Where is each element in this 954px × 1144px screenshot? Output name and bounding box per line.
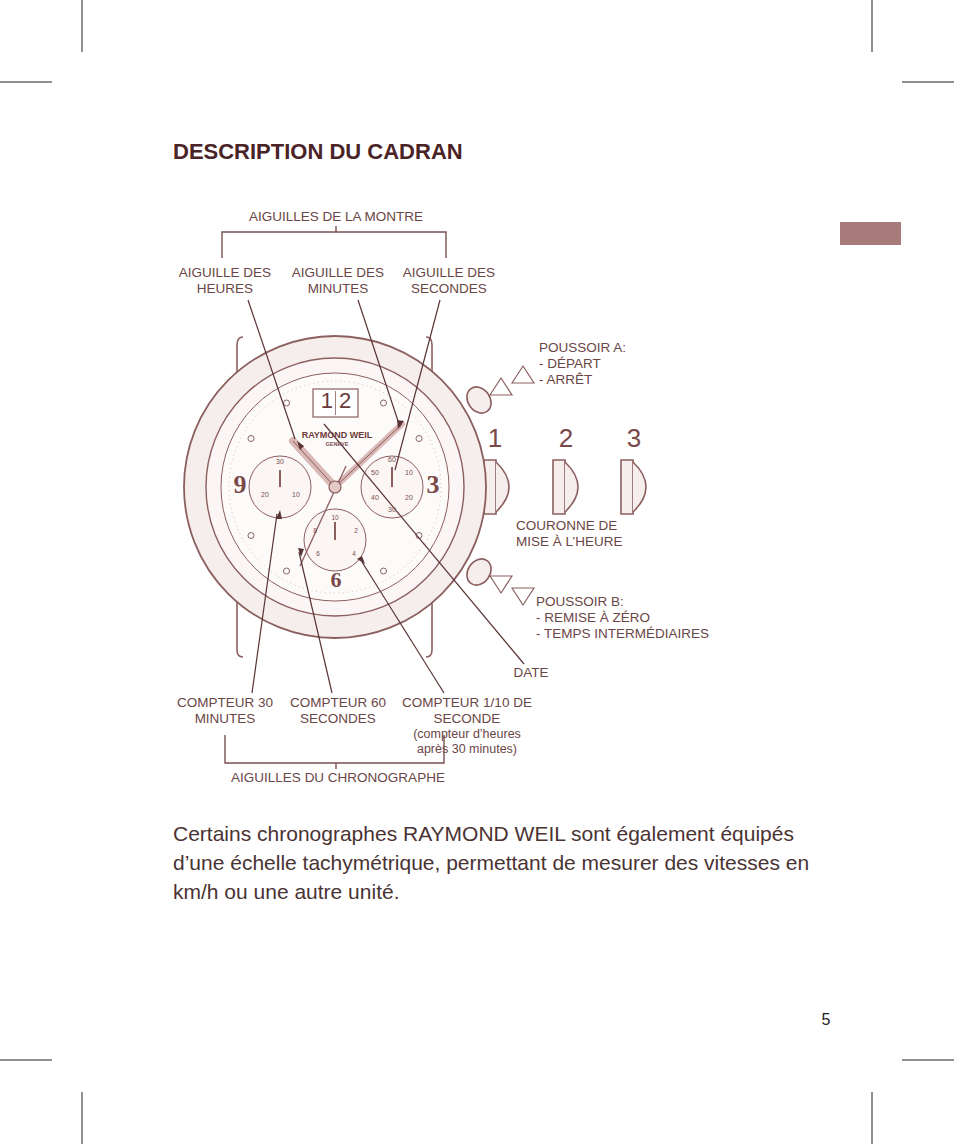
section-tab xyxy=(840,222,901,245)
callout-label: AIGUILLE DES HEURES xyxy=(170,265,280,297)
hour-numeral: 9 xyxy=(225,469,255,500)
hour-marker xyxy=(248,436,254,442)
callout-label: DATE xyxy=(501,665,561,681)
callout-label: 1 xyxy=(480,423,510,454)
pusher-b-arrows xyxy=(490,576,534,605)
subdial-number: 10 xyxy=(399,469,419,476)
hour-marker xyxy=(284,568,290,574)
hour-numeral: 3 xyxy=(418,469,448,500)
crown-stem xyxy=(553,460,565,514)
callout-label: COURONNE DE MISE À L’HEURE xyxy=(516,518,636,550)
crop-mark xyxy=(0,1060,52,1061)
subdial-number: 2 xyxy=(346,528,366,535)
chrono-seconds-hand xyxy=(300,466,346,566)
subdial-number: 50 xyxy=(365,469,385,476)
bracket-chrono-hands xyxy=(225,735,444,769)
hour-hand-edge xyxy=(293,441,335,487)
crop-mark xyxy=(872,0,873,52)
subdial-number: 6 xyxy=(308,551,328,558)
date-digits: 12 xyxy=(311,388,361,414)
crop-mark xyxy=(872,1092,873,1144)
subdial xyxy=(249,456,311,518)
page-title: DESCRIPTION DU CADRAN xyxy=(173,139,463,165)
hour-marker xyxy=(381,400,387,406)
crown-head xyxy=(633,462,646,512)
hour-marker xyxy=(284,400,290,406)
callout-label: AIGUILLES DE LA MONTRE xyxy=(226,209,446,225)
callout-label: COMPTEUR 60 SECONDES xyxy=(283,695,393,727)
callout-label: - ARRÊT xyxy=(539,372,679,388)
subdial xyxy=(304,509,366,571)
minute-track xyxy=(229,381,441,593)
leader-line xyxy=(362,562,444,693)
dial xyxy=(221,373,449,601)
subdial-number: 10 xyxy=(286,491,306,498)
callout-label: AIGUILLE DES SECONDES xyxy=(389,265,509,297)
subdial xyxy=(361,456,423,518)
leader-line xyxy=(358,300,400,427)
leader-line xyxy=(324,424,524,664)
callout-label: POUSSOIR B: xyxy=(536,594,686,610)
leader-line xyxy=(252,514,277,693)
crop-mark xyxy=(0,82,52,83)
crown-head xyxy=(565,462,578,512)
pusher-a-arrows xyxy=(490,366,534,395)
callout-label: AIGUILLES DU CHRONOGRAPHE xyxy=(218,770,458,786)
hand-hub xyxy=(329,481,341,493)
callout-label: 2 xyxy=(551,423,581,454)
callout-label: POUSSOIR A: xyxy=(539,340,679,356)
leader-line xyxy=(299,552,332,693)
hour-marker xyxy=(381,568,387,574)
crown-stem xyxy=(621,460,633,514)
subdial-hand xyxy=(334,522,336,540)
subdial-number: 30 xyxy=(270,458,290,465)
subdial-number: 60 xyxy=(382,456,402,463)
subdial-number: 40 xyxy=(365,494,385,501)
subdial-number: 10 xyxy=(325,515,345,522)
watch-case xyxy=(184,336,486,638)
subdial-number: GENEVE xyxy=(307,442,367,448)
hour-marker xyxy=(416,436,422,442)
bezel xyxy=(206,358,464,616)
callout-label: - REMISE À ZÉRO xyxy=(536,610,686,626)
hour-marker xyxy=(248,533,254,539)
callout-label: 5 xyxy=(816,1010,836,1029)
subdial-number: 20 xyxy=(255,491,275,498)
crown-head xyxy=(496,462,509,512)
hour-hand xyxy=(293,441,335,487)
callout-label: AIGUILLE DES MINUTES xyxy=(283,265,393,297)
callout-label: - TEMPS INTERMÉDIAIRES xyxy=(536,626,716,642)
callout-label: COMPTEUR 30 MINUTES xyxy=(170,695,280,727)
callout-label: (compteur d’heures après 30 minutes) xyxy=(397,727,537,757)
crop-mark xyxy=(902,82,954,83)
hour-numeral: 6 xyxy=(321,567,351,593)
subdial-number: 20 xyxy=(399,494,419,501)
crop-mark xyxy=(82,1092,83,1144)
subdial-number: 8 xyxy=(305,528,325,535)
crop-mark xyxy=(902,1060,954,1061)
crop-mark xyxy=(82,0,83,52)
subdial-hand xyxy=(391,467,393,487)
subdial-hand xyxy=(279,470,281,487)
bracket-watch-hands xyxy=(222,226,446,258)
callout-label: 3 xyxy=(619,423,649,454)
callout-label: COMPTEUR 1/10 DE SECONDE xyxy=(397,695,537,727)
leader-tip xyxy=(276,420,404,564)
leader-line xyxy=(395,300,440,470)
subdial-number: 4 xyxy=(344,551,364,558)
callout-label: RAYMOND WEIL xyxy=(292,430,382,441)
caption: Certains chronographes RAYMOND WEIL sont… xyxy=(173,819,823,906)
callout-label: - DÉPART xyxy=(539,356,679,372)
leader-line xyxy=(248,300,295,439)
subdial-number: 30 xyxy=(382,506,402,513)
